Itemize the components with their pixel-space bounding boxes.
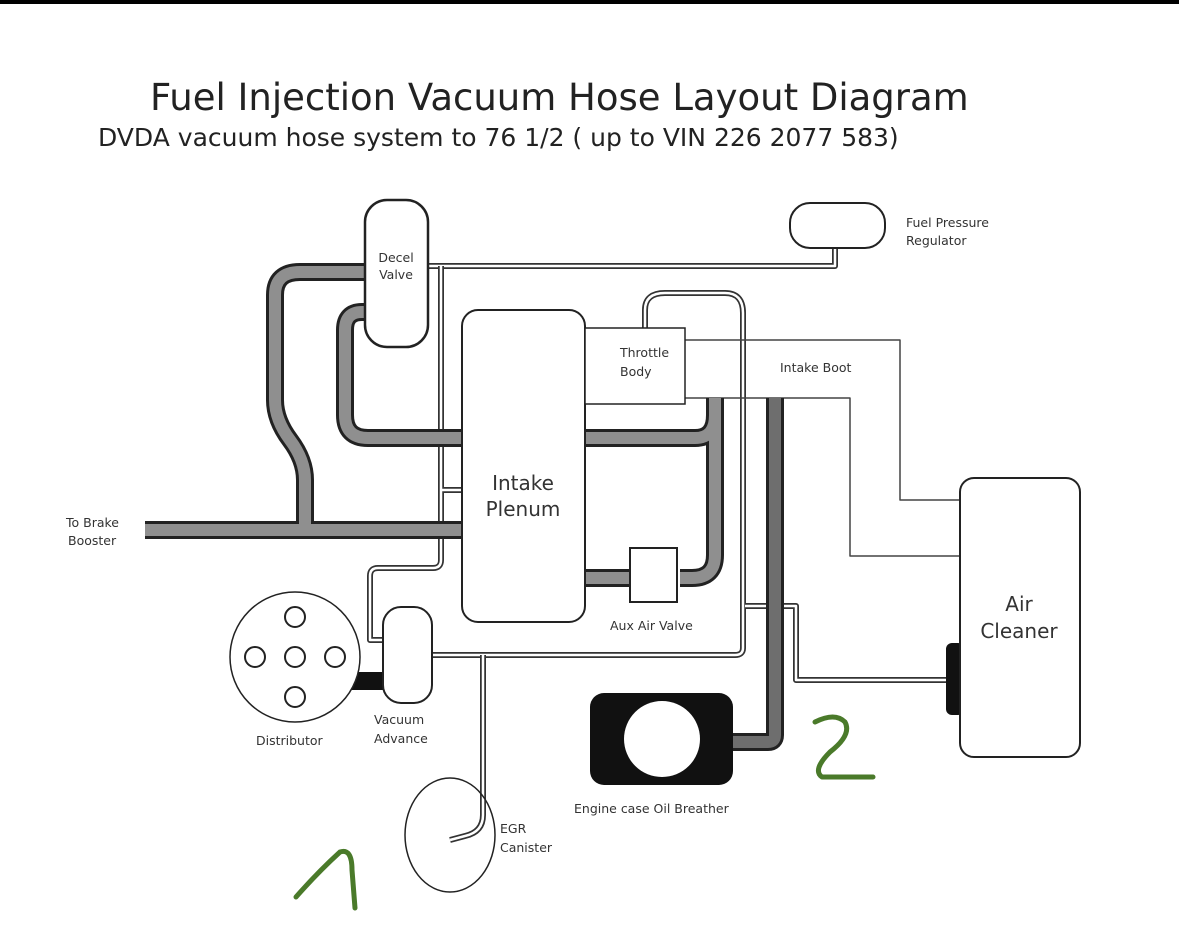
vacuum-advance-label-1: Vacuum [374, 712, 424, 727]
diagram-title: Fuel Injection Vacuum Hose Layout Diagra… [150, 76, 969, 119]
decel-valve-label-1: Decel [378, 250, 413, 265]
decel-valve-label-2: Valve [379, 267, 413, 282]
decel-valve [363, 198, 430, 349]
oil-breather-label: Engine case Oil Breather [574, 801, 730, 816]
throttle-body [584, 327, 686, 405]
brake-booster-label-1: To Brake [65, 515, 119, 530]
egr-canister [404, 777, 496, 893]
egr-label-1: EGR [500, 821, 527, 836]
vacuum-advance-label-2: Advance [374, 731, 428, 746]
oil-breather [590, 693, 733, 785]
plenum-label-1: Intake [492, 471, 554, 495]
brake-booster-label-2: Booster [68, 533, 117, 548]
distributor [229, 591, 388, 723]
plenum-label-2: Plenum [486, 497, 561, 521]
top-border [0, 0, 1179, 4]
air-cleaner-label-1: Air [1005, 592, 1033, 616]
throttle-body-label-1: Throttle [619, 345, 669, 360]
intake-plenum [461, 309, 586, 623]
annotation-2 [812, 714, 876, 780]
throttle-body-label-2: Body [620, 364, 652, 379]
intake-boot-label: Intake Boot [780, 360, 851, 375]
annotation-1 [293, 848, 358, 911]
thick-hoses [145, 263, 784, 751]
vacuum-advance [382, 606, 433, 704]
aux-air-valve-label: Aux Air Valve [610, 618, 693, 633]
diagram-subtitle: DVDA vacuum hose system to 76 1/2 ( up t… [98, 123, 899, 152]
egr-label-2: Canister [500, 840, 553, 855]
fpr-label-1: Fuel Pressure [906, 215, 989, 230]
aux-air-valve [629, 547, 678, 603]
air-cleaner-label-2: Cleaner [980, 619, 1058, 643]
distributor-label: Distributor [256, 733, 324, 748]
air-cleaner [959, 477, 1081, 758]
fuel-pressure-regulator [789, 202, 886, 249]
thin-hoses [367, 248, 948, 843]
fpr-label-2: Regulator [906, 233, 967, 248]
